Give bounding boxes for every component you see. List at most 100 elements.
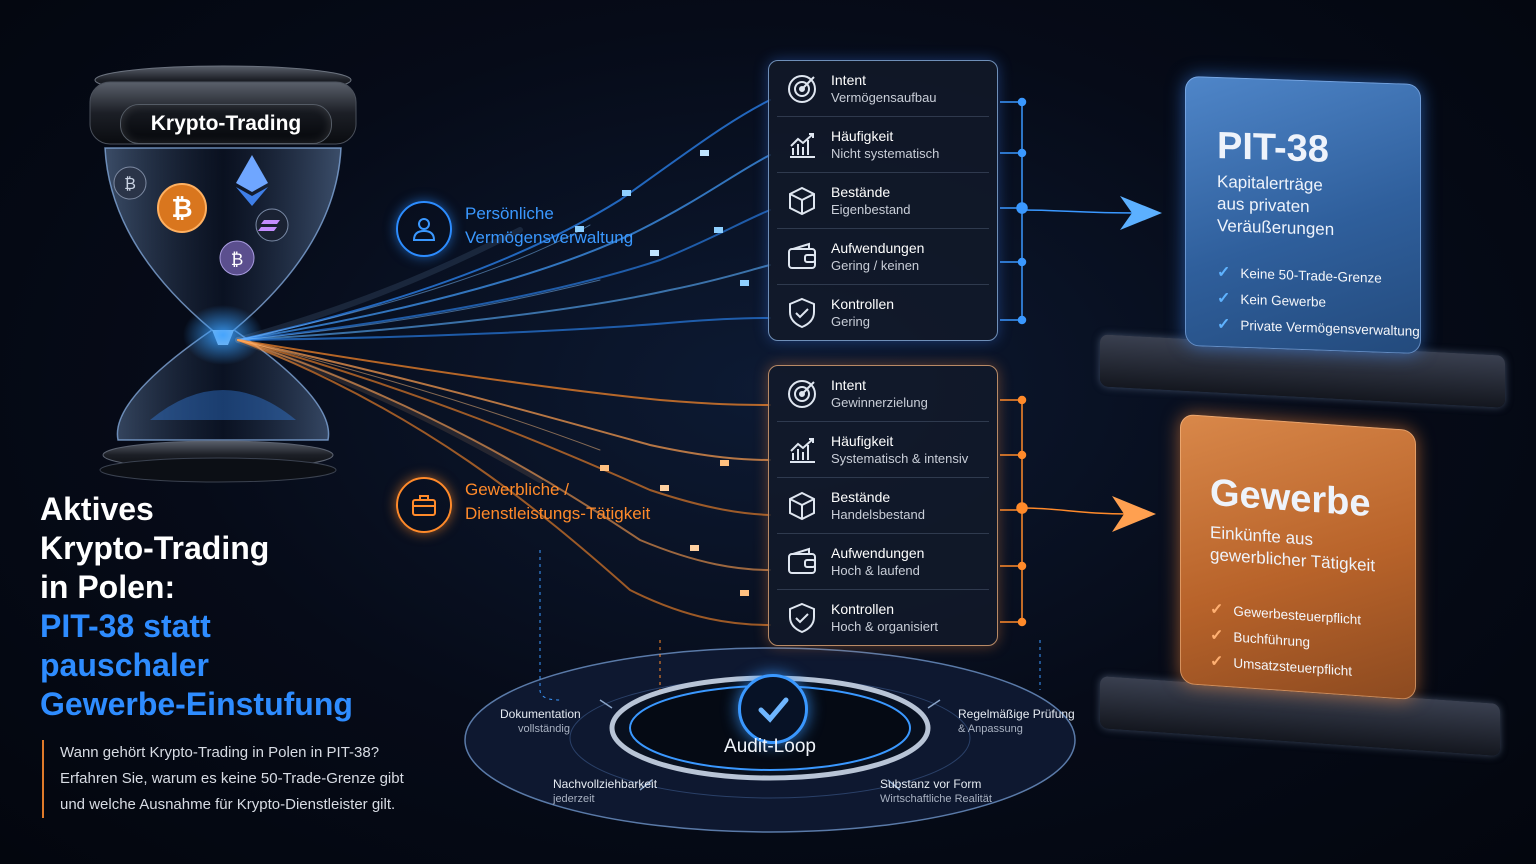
gewerbe-title: Gewerbe bbox=[1210, 471, 1371, 526]
shield-icon bbox=[789, 602, 815, 633]
audit-item-sub: vollständig bbox=[518, 723, 570, 735]
criteria-value: Systematisch & intensiv bbox=[831, 450, 969, 466]
audit-item-title: Substanz vor Form bbox=[880, 777, 982, 791]
svg-text:₿: ₿ bbox=[231, 250, 244, 269]
intro-line-2: Erfahren Sie, warum es keine 50-Trade-Gr… bbox=[60, 770, 404, 787]
audit-loop-title: Audit-Loop bbox=[724, 736, 816, 757]
criteria-title: Aufwendungen bbox=[831, 239, 925, 256]
blue-flow-streams bbox=[235, 99, 771, 343]
criteria-title: Intent bbox=[831, 71, 867, 88]
pit38-subtitle: Kapitalerträge aus privaten Veräußerunge… bbox=[1217, 171, 1334, 241]
criteria-value: Gering bbox=[831, 313, 871, 329]
box-icon bbox=[789, 186, 815, 215]
criteria-title: Kontrollen bbox=[831, 600, 895, 617]
criteria-title: Aufwendungen bbox=[831, 544, 925, 561]
checklist-text: Gewerbesteuerpflicht bbox=[1233, 602, 1361, 627]
criteria-value: Nicht systematisch bbox=[831, 145, 940, 161]
audit-item-pruefung: Regelmäßige Prüfung & Anpassung bbox=[958, 707, 1075, 737]
briefcase-icon bbox=[396, 477, 452, 533]
checkmark-icon: ✓ bbox=[1210, 626, 1224, 645]
checkmark-icon: ✓ bbox=[1210, 652, 1224, 671]
gewerbe-folder: Gewerbe Einkünfte aus gewerblicher Tätig… bbox=[1180, 413, 1416, 701]
audit-item-nachvollziehbarkeit: Nachvollziehbarkeit jederzeit bbox=[553, 777, 657, 807]
checklist-text: Buchführung bbox=[1233, 628, 1310, 650]
box-icon bbox=[789, 491, 815, 520]
intro-line-1: Wann gehört Krypto-Trading in Polen in P… bbox=[60, 744, 380, 761]
checklist-text: Private Vermögensverwaltung bbox=[1240, 317, 1420, 339]
shield-icon bbox=[789, 297, 815, 328]
pit38-subtitle-line-3: Veräußerungen bbox=[1217, 215, 1335, 240]
pit38-checklist: ✓ Keine 50-Trade-Grenze ✓ Kein Gewerbe ✓ Pr… bbox=[1217, 259, 1420, 344]
branch-private-line-1: Persönliche bbox=[465, 204, 554, 223]
criteria-title: Bestände bbox=[831, 488, 891, 505]
target-icon bbox=[788, 74, 816, 103]
headline-line-5: pauschaler bbox=[40, 647, 209, 683]
gewerbe-subtitle: Einkünfte aus gewerblicher Tätigkeit bbox=[1210, 522, 1375, 578]
headline-line-1: Aktives bbox=[40, 491, 154, 527]
gewerbe-checklist: ✓ Gewerbesteuerpflicht ✓ Buchführung ✓ Umsa… bbox=[1210, 596, 1361, 685]
checkmark-icon: ✓ bbox=[1217, 289, 1231, 308]
hourglass-label: Krypto-Trading bbox=[120, 104, 332, 144]
criteria-title: Kontrollen bbox=[831, 295, 895, 312]
pit38-folder: PIT-38 Kapitalerträge aus privaten Veräu… bbox=[1185, 75, 1421, 355]
chart-icon bbox=[790, 132, 815, 158]
orange-connector bbox=[1000, 395, 1156, 627]
criteria-value: Hoch & organisiert bbox=[831, 618, 938, 634]
flow-particles bbox=[575, 150, 749, 596]
criteria-title: Häufigkeit bbox=[831, 432, 894, 449]
headline-line-2: Krypto-Trading bbox=[40, 530, 270, 566]
criteria-title: Intent bbox=[831, 376, 867, 393]
audit-item-title: Nachvollziehbarkeit bbox=[553, 777, 658, 791]
checkmark-icon: ✓ bbox=[1210, 600, 1224, 619]
audit-item-dokumentation: Dokumentation vollständig bbox=[500, 707, 581, 737]
criteria-value: Handelsbestand bbox=[831, 506, 925, 522]
checklist-text: Umsatzsteuerpflicht bbox=[1233, 654, 1352, 679]
headline-line-4: PIT-38 statt bbox=[40, 608, 211, 644]
criteria-value: Gering / keinen bbox=[831, 257, 920, 273]
checkmark-icon: ✓ bbox=[1217, 315, 1231, 334]
criteria-value: Gewinnerzielung bbox=[831, 394, 928, 410]
audit-item-sub: & Anpassung bbox=[958, 723, 1023, 735]
criteria-title: Häufigkeit bbox=[831, 127, 894, 144]
pit38-title: PIT-38 bbox=[1217, 124, 1329, 171]
branch-business-line-1: Gewerbliche / bbox=[465, 480, 569, 499]
checkmark-icon bbox=[738, 674, 808, 744]
criteria-value: Eigenbestand bbox=[831, 201, 911, 217]
checklist-text: Kein Gewerbe bbox=[1240, 291, 1326, 310]
criteria-value: Vermögensaufbau bbox=[831, 89, 937, 105]
svg-text:₿: ₿ bbox=[171, 193, 192, 223]
branch-business-line-2: Dienstleistungs-Tätigkeit bbox=[465, 504, 651, 523]
intro-text: Wann gehört Krypto-Trading in Polen in P… bbox=[42, 740, 440, 818]
coins: ₿ ₿ ₿ bbox=[113, 155, 289, 276]
checklist-text: Keine 50-Trade-Grenze bbox=[1240, 265, 1382, 286]
checkmark-icon: ✓ bbox=[1217, 263, 1231, 282]
criteria-title: Bestände bbox=[831, 183, 891, 200]
chart-icon bbox=[790, 437, 815, 463]
audit-item-sub: Wirtschaftliche Realität bbox=[880, 793, 992, 805]
branch-business-label: Gewerbliche / Dienstleistungs-Tätigkeit bbox=[465, 478, 650, 526]
user-icon bbox=[396, 201, 452, 257]
blue-connector bbox=[1000, 97, 1162, 325]
svg-text:₿: ₿ bbox=[124, 175, 136, 193]
branch-private-label: Persönliche Vermögensverwaltung bbox=[465, 202, 633, 250]
headline-line-3: in Polen: bbox=[40, 569, 176, 605]
branch-private-line-2: Vermögensverwaltung bbox=[465, 228, 634, 247]
intro-line-3: und welche Ausnahme für Krypto-Dienstlei… bbox=[60, 796, 396, 813]
audit-item-sub: jederzeit bbox=[553, 793, 595, 805]
wallet-icon bbox=[788, 547, 816, 574]
criteria-value: Hoch & laufend bbox=[831, 562, 920, 578]
wallet-icon bbox=[788, 242, 816, 269]
